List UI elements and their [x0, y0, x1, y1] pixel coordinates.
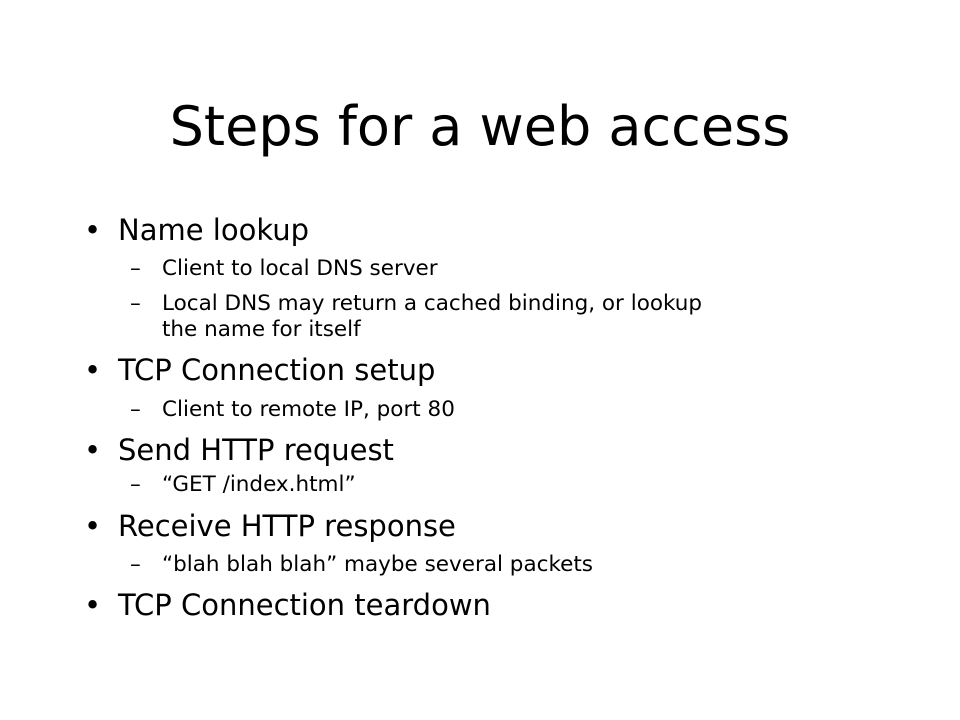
dash-icon: – [130, 256, 141, 281]
sub-bullet-text: “blah blah blah” maybe several packets [162, 552, 593, 577]
bullet-text: TCP Connection teardown [118, 588, 491, 622]
bullet-icon: • [84, 588, 102, 622]
sub-bullet-text: Client to local DNS server [162, 256, 438, 281]
bullet-text: Send HTTP request [118, 433, 394, 467]
sub-bullet-text: Local DNS may return a cached binding, o… [162, 291, 703, 316]
dash-icon: – [130, 472, 141, 497]
bullet-text: Receive HTTP response [118, 509, 456, 543]
bullet-icon: • [84, 433, 102, 467]
bullet-icon: • [84, 213, 102, 247]
sub-bullet-text: Client to remote IP, port 80 [162, 397, 455, 422]
bullet-icon: • [84, 353, 102, 387]
bullet-icon: • [84, 509, 102, 543]
slide-title: Steps for a web access [169, 95, 791, 158]
bullet-text: Name lookup [118, 213, 310, 247]
dash-icon: – [130, 291, 141, 316]
bullet-text: TCP Connection setup [118, 353, 436, 387]
dash-icon: – [130, 552, 141, 577]
dash-icon: – [130, 397, 141, 422]
sub-bullet-text: “GET /index.html” [162, 472, 356, 497]
sub-bullet-text: the name for itself [162, 317, 361, 342]
